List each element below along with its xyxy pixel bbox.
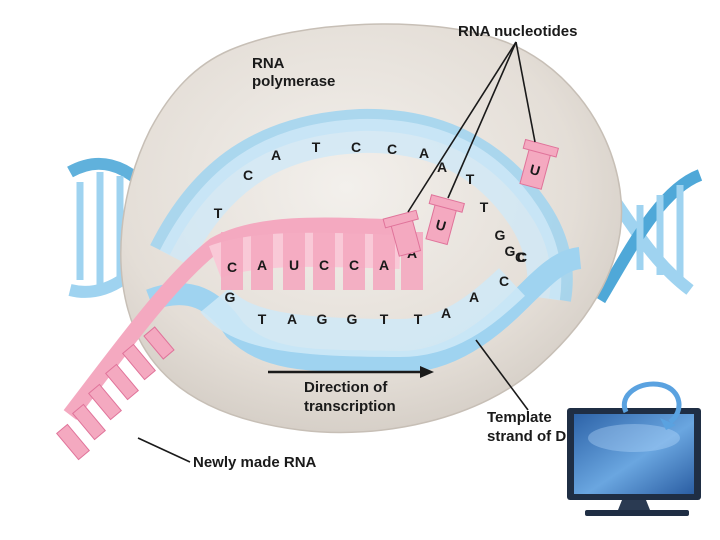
nontemplate-bases-letter: T — [214, 205, 223, 221]
rna-bases-letter: C — [319, 257, 329, 273]
rna-bases-rung — [251, 232, 273, 290]
template-bases-letter: T — [380, 311, 389, 327]
rna-bases-rung — [373, 232, 395, 290]
nontemplate-bases-letter: T — [312, 139, 321, 155]
rna-bases-letter: U — [289, 257, 299, 273]
rna-bases-letter: C — [349, 257, 359, 273]
nontemplate-bases-letter: T — [466, 171, 475, 187]
direction-label-line2: transcription — [304, 398, 396, 415]
rna-bases-rung — [313, 232, 335, 290]
template-bases-letter: A — [441, 305, 451, 321]
nontemplate-bases-letter: G — [505, 243, 516, 259]
template-label-line2: strand of D — [487, 428, 566, 445]
nontemplate-bases-letter: A — [419, 145, 429, 161]
template-bases-letter: T — [258, 311, 267, 327]
free-nucleotide-2-letter: U — [528, 161, 542, 179]
template-bases-letter: C — [499, 273, 509, 289]
rna-bases-rung — [283, 232, 305, 290]
rna-bases-rung — [221, 232, 243, 290]
template-bases-letter: A — [287, 311, 297, 327]
nontemplate-bases-letter: C — [515, 249, 525, 265]
polymerase-label-line1: RNA — [252, 55, 285, 72]
free-nucleotide-2: U — [519, 138, 560, 190]
rna-strand-bases: CAUCCAA — [221, 232, 423, 290]
arrow-right-icon — [420, 366, 434, 378]
nontemplate-bases-letter: T — [480, 199, 489, 215]
nontemplate-bases-letter: G — [495, 227, 506, 243]
nontemplate-bases-letter: C — [243, 167, 253, 183]
rna-bases-letter: A — [257, 257, 267, 273]
rna-bases-letter: A — [379, 257, 389, 273]
nontemplate-bases-letter: A — [271, 147, 281, 163]
new-rna-pointer-line — [137, 437, 191, 463]
free-nucleotide-1: U — [425, 194, 465, 246]
monitor-refresh-icon[interactable] — [567, 381, 701, 516]
new-rna-label: Newly made RNA — [193, 454, 317, 471]
free-nucleotide-1-letter: U — [434, 216, 448, 234]
template-bases-letter: T — [414, 311, 423, 327]
rna-bases-letter: C — [227, 259, 237, 275]
nontemplate-bases-letter: C — [387, 141, 397, 157]
template-bases-letter: G — [347, 311, 358, 327]
template-bases-letter: G — [317, 311, 328, 327]
direction-label-line1: Direction of — [304, 379, 388, 396]
polymerase-label-line2: polymerase — [252, 73, 335, 90]
rna-bases-rung — [343, 232, 365, 290]
nucleotides-pointer-lines — [407, 41, 536, 213]
template-bases-letter: A — [469, 289, 479, 305]
incoming-nucleotide — [382, 209, 422, 257]
nontemplate-bases-letter: A — [437, 159, 447, 175]
template-pointer-line — [475, 339, 529, 411]
template-label-line1: Template — [487, 409, 552, 426]
nucleotides-label: RNA nucleotides — [458, 23, 577, 40]
template-bases-letter: C — [517, 249, 527, 265]
template-bases-letter: G — [225, 289, 236, 305]
nontemplate-bases-letter: C — [351, 139, 361, 155]
